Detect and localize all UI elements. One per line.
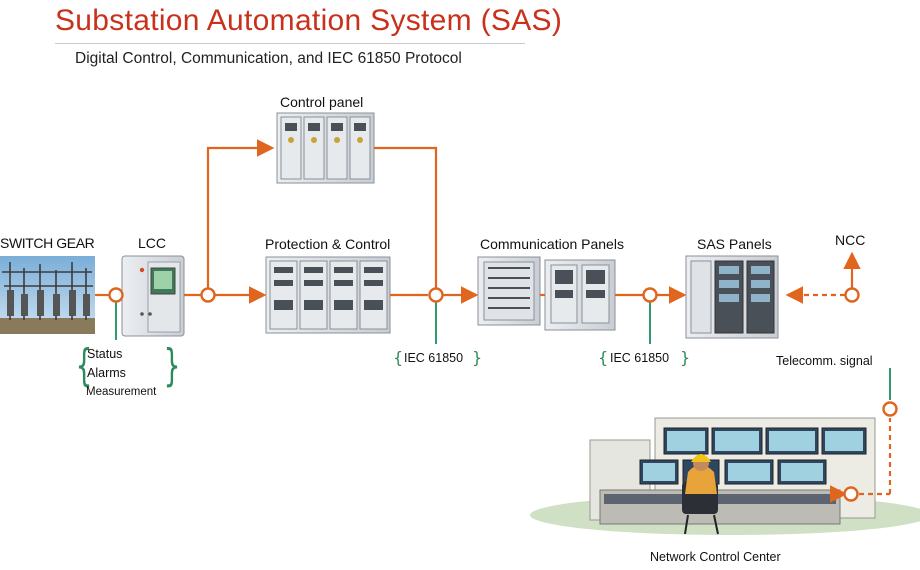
junctions (108, 287, 898, 502)
control-panel-label: Control panel (280, 94, 364, 110)
right-brace-icon: } (163, 340, 181, 391)
switchgear-image (0, 256, 95, 334)
bus-links (115, 302, 891, 400)
telecomm-signal-label: Telecomm. signal (776, 354, 873, 368)
ncc-label: NCC (835, 232, 866, 248)
sas-panels-label: SAS Panels (697, 236, 772, 252)
network-control-center-image (530, 417, 920, 535)
iec-61850-label-2: IEC 61850 (610, 351, 670, 365)
iec-61850-label-1: IEC 61850 (404, 351, 464, 365)
measurement-label: Measurement (86, 386, 157, 398)
network-control-center-label: Network Control Center (650, 550, 781, 564)
communication-panels-label: Communication Panels (480, 236, 624, 252)
lcc-label: LCC (138, 235, 167, 251)
diagram-subtitle: Digital Control, Communication, and IEC … (75, 50, 462, 67)
flow-arrows (95, 139, 892, 503)
diagram-title: Substation Automation System (SAS) (55, 4, 563, 37)
iec-1-left-brace-icon: { (393, 348, 404, 367)
iec-2-right-brace-icon: } (680, 348, 691, 367)
protection-control-label: Protection & Control (265, 236, 391, 252)
iec-1-right-brace-icon: } (472, 348, 483, 367)
left-brace-icon: { (75, 340, 93, 391)
sas-panels-icon (685, 255, 779, 339)
lcc-cabinet-icon (121, 255, 185, 337)
status-label: Status (87, 347, 123, 361)
communication-panels-icon (477, 256, 616, 331)
switchgear-label: SWITCH GEAR (0, 235, 95, 251)
protection-control-panels-icon (265, 256, 391, 334)
title-divider (55, 43, 525, 44)
iec-2-left-brace-icon: { (598, 348, 609, 367)
control-panel-icon (276, 112, 375, 184)
alarms-label: Alarms (87, 366, 126, 380)
